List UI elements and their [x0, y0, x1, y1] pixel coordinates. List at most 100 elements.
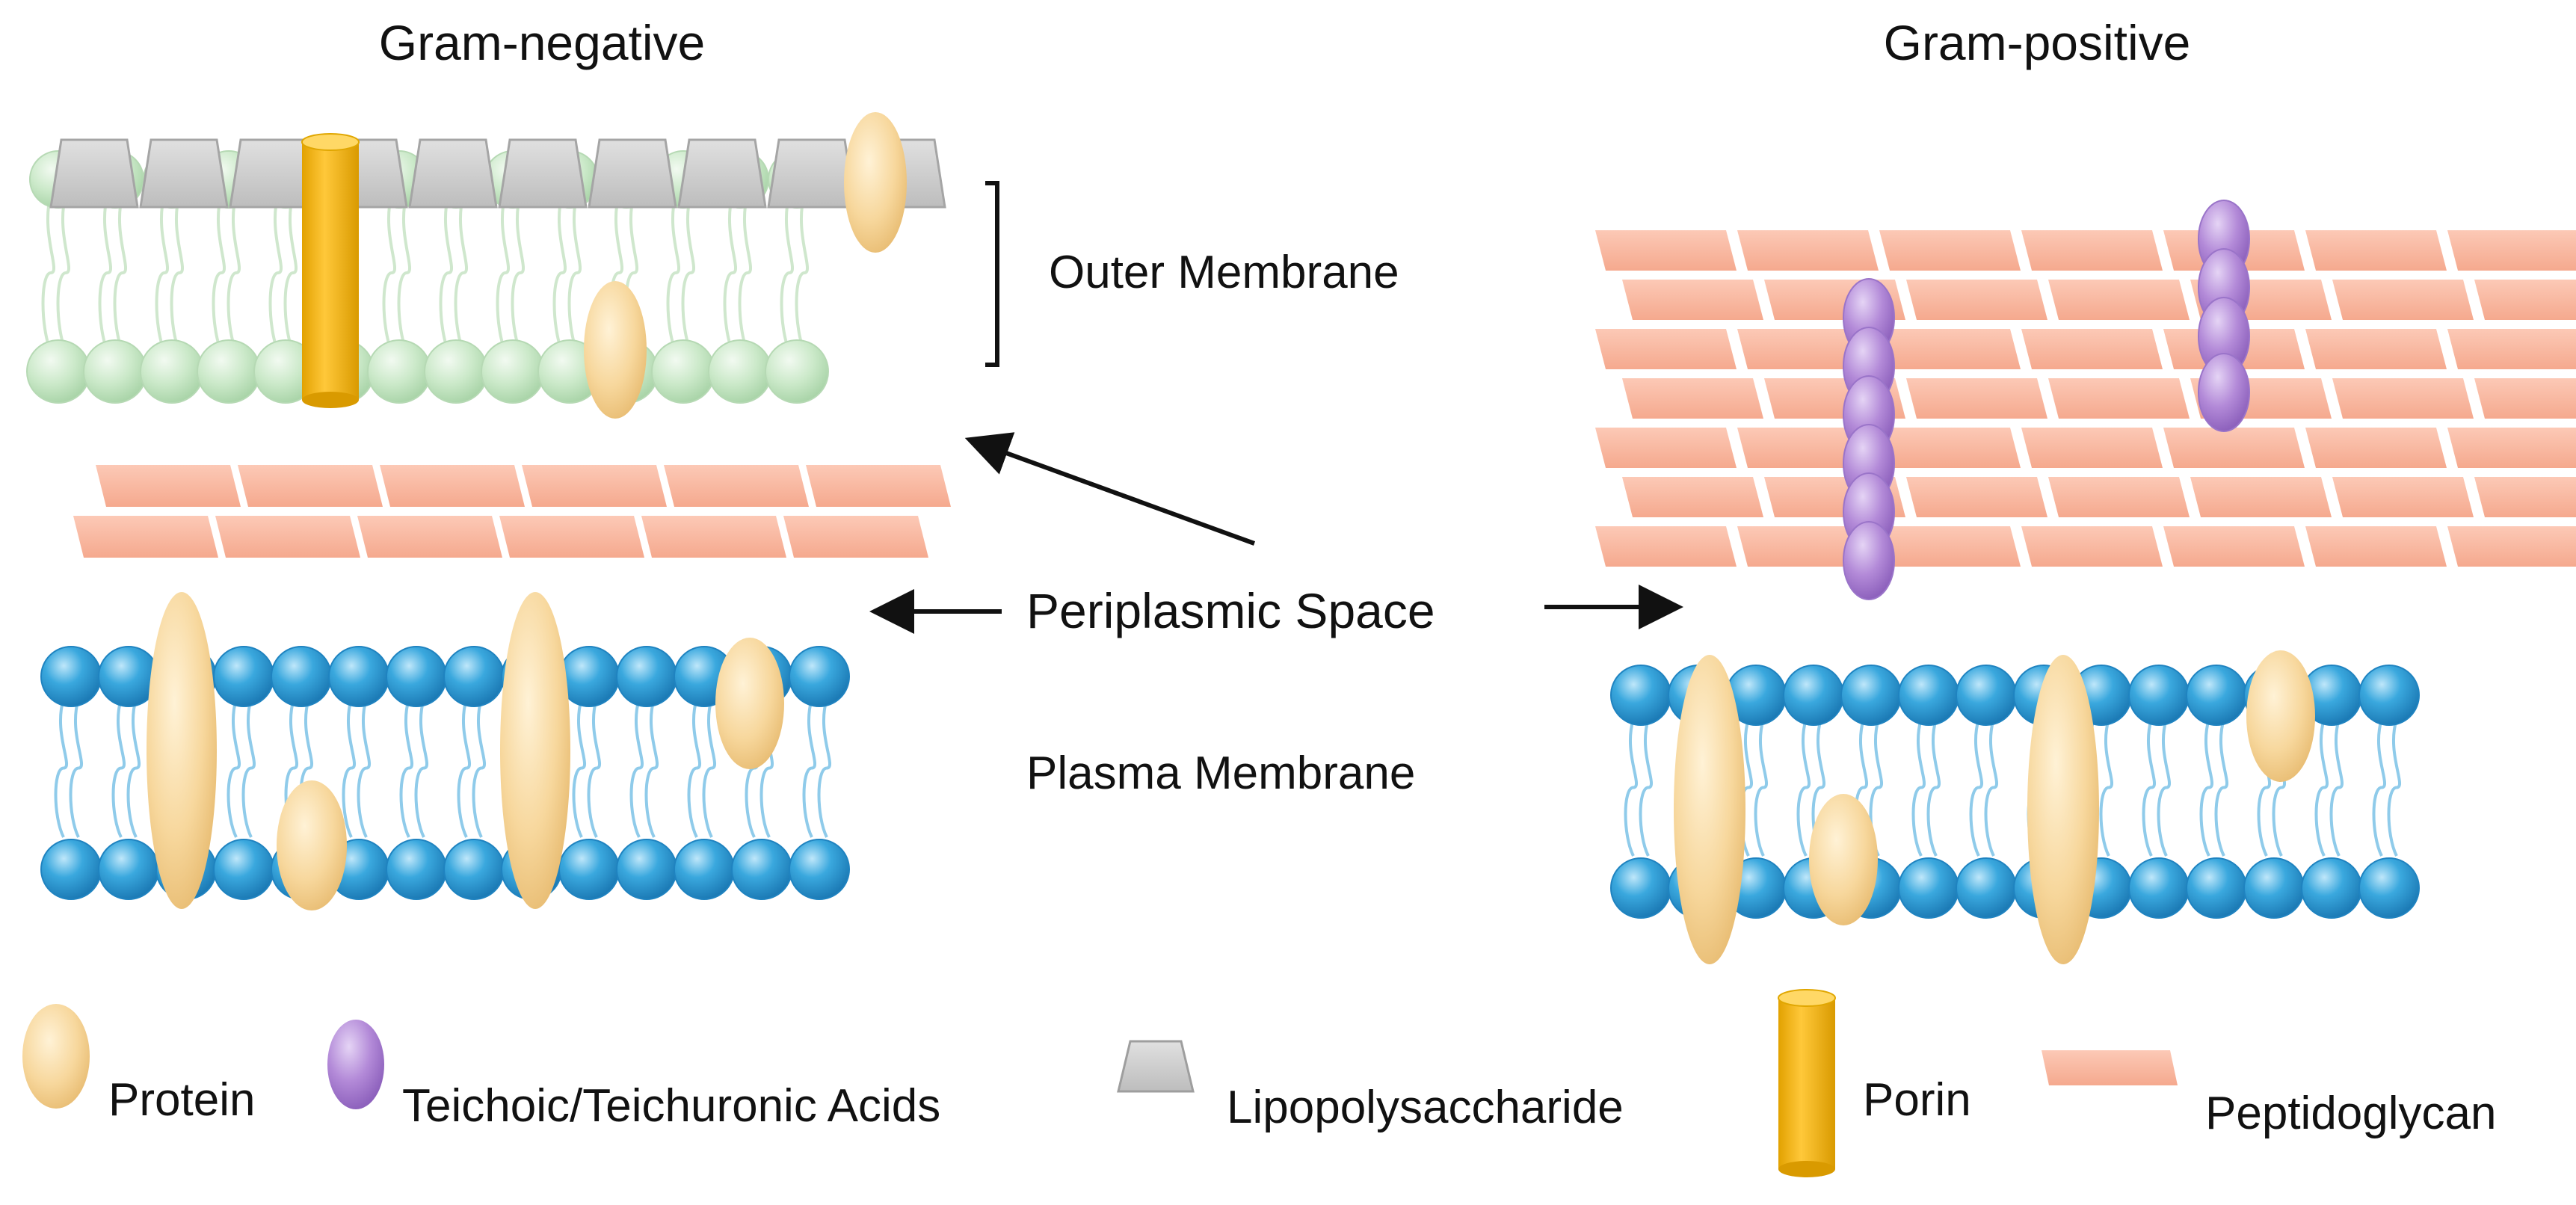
- teichoic-acid-icon: [2198, 353, 2250, 432]
- peptidoglycan-brick: [1622, 280, 1763, 320]
- lipid-head: [40, 646, 102, 707]
- peptidoglycan-brick: [2163, 428, 2305, 468]
- peptidoglycan-brick: [2048, 378, 2190, 419]
- peptidoglycan-brick: [522, 465, 667, 507]
- peptidoglycan-brick: [1622, 378, 1763, 419]
- lipid-tail: [342, 698, 356, 838]
- lipopolysaccharide-icon: [498, 138, 588, 209]
- lipid-head: [2186, 857, 2247, 919]
- peptidoglycan-brick: [499, 516, 644, 558]
- lipopolysaccharide-icon: [139, 138, 229, 209]
- lipid-head: [2358, 857, 2420, 919]
- gram-negative-title: Gram-negative: [379, 15, 706, 70]
- lipid-tail: [1969, 718, 1983, 857]
- legend-protein: Protein: [22, 1004, 255, 1126]
- lipid-tail: [457, 698, 471, 838]
- lipid-tail: [666, 194, 680, 352]
- lipid-tail: [1624, 718, 1638, 857]
- peptidoglycan-brick: [1595, 230, 1737, 271]
- gram-negative-outer-membrane: [26, 112, 946, 419]
- protein-icon: [584, 281, 647, 419]
- protein-icon: [2246, 650, 2315, 782]
- peptidoglycan-brick: [2190, 477, 2332, 517]
- lipid-tail: [472, 698, 486, 838]
- lipopolysaccharide-row: [49, 138, 946, 209]
- lipid-head: [386, 839, 447, 900]
- lipid-tail: [397, 194, 411, 352]
- peptidoglycan-brick: [806, 465, 951, 507]
- lipid-tail: [2199, 718, 2213, 857]
- peptidoglycan-brick: [2447, 526, 2576, 567]
- peptidoglycan-brick: [2021, 526, 2163, 567]
- lipid-head: [674, 839, 735, 900]
- lipid-tail: [1754, 718, 1768, 857]
- outer-lipid-tails: [41, 194, 809, 352]
- lipid-tail: [795, 194, 809, 352]
- lipid-head: [1610, 857, 1671, 919]
- lipid-tail: [1911, 718, 1926, 857]
- lipid-head: [213, 839, 274, 900]
- protein-icon: [715, 638, 784, 769]
- lipid-tail: [399, 698, 413, 838]
- peptidoglycan-brick: [1906, 477, 2047, 517]
- legend-protein-label: Protein: [108, 1074, 255, 1126]
- peptidoglycan-brick: [2332, 280, 2474, 320]
- outer-membrane-bracket: [985, 181, 999, 367]
- lipid-tail: [98, 194, 112, 352]
- lipid-head: [2358, 665, 2420, 726]
- peptidoglycan-brick: [2048, 477, 2190, 517]
- lipid-tail: [2372, 718, 2386, 857]
- porin-icon: [301, 133, 360, 408]
- protein-icon: [2027, 655, 2099, 964]
- lipid-head: [98, 839, 159, 900]
- lipopolysaccharide-icon: [408, 138, 498, 209]
- gram-negative-peptidoglycan: [73, 465, 951, 558]
- teichoic-acid-icon: [1843, 521, 1895, 600]
- arrow-to-outer-membrane: [964, 432, 1256, 546]
- lipid-head: [26, 339, 90, 404]
- protein-icon: [147, 592, 217, 909]
- protein-icon: [500, 592, 570, 909]
- peptidoglycan-brick: [2305, 526, 2447, 567]
- peptidoglycan-brick: [357, 516, 502, 558]
- lipopolysaccharide-icon: [767, 138, 857, 209]
- outer-bottom-heads: [26, 339, 829, 404]
- lipid-head: [2186, 665, 2247, 726]
- lipid-tail: [644, 698, 659, 838]
- lipid-head: [1898, 857, 1959, 919]
- lipid-tail: [681, 194, 695, 352]
- peptidoglycan-brick: [641, 516, 786, 558]
- lipopolysaccharide-icon: [588, 138, 677, 209]
- lipid-head: [424, 339, 488, 404]
- lipid-tail: [587, 698, 601, 838]
- lipid-head: [443, 839, 505, 900]
- lipid-tail: [1796, 718, 1811, 857]
- lipid-tail: [268, 194, 283, 352]
- protein-icon: [1809, 794, 1878, 925]
- lipid-tail: [802, 698, 816, 838]
- lipid-head: [731, 839, 792, 900]
- legend-lps: Lipopolysaccharide: [1117, 1040, 1624, 1133]
- peptidoglycan-brick: [1879, 428, 2021, 468]
- lipid-head: [558, 839, 620, 900]
- legend-teichoic-label: Teichoic/Teichuronic Acids: [402, 1080, 940, 1132]
- lipid-head: [2128, 857, 2190, 919]
- lipid-tail: [283, 194, 298, 352]
- lipid-tail: [69, 698, 83, 838]
- peptidoglycan-brick: [2021, 329, 2163, 369]
- lipid-tail: [817, 698, 831, 838]
- gram-negative-plasma-membrane: [40, 592, 850, 910]
- lipid-tail: [439, 194, 453, 352]
- lipid-head: [2128, 665, 2190, 726]
- lipid-tail: [155, 194, 169, 352]
- legend-porin-label: Porin: [1863, 1074, 1971, 1126]
- lipid-tail: [227, 194, 241, 352]
- lipid-head: [140, 339, 204, 404]
- lipid-tail: [496, 194, 510, 352]
- lipid-tail: [2314, 718, 2329, 857]
- lipid-tail: [1926, 718, 1941, 857]
- lipid-head: [708, 339, 772, 404]
- lipid-tail: [56, 194, 70, 352]
- lipid-tail: [357, 698, 371, 838]
- peptidoglycan-brick: [2305, 230, 2447, 271]
